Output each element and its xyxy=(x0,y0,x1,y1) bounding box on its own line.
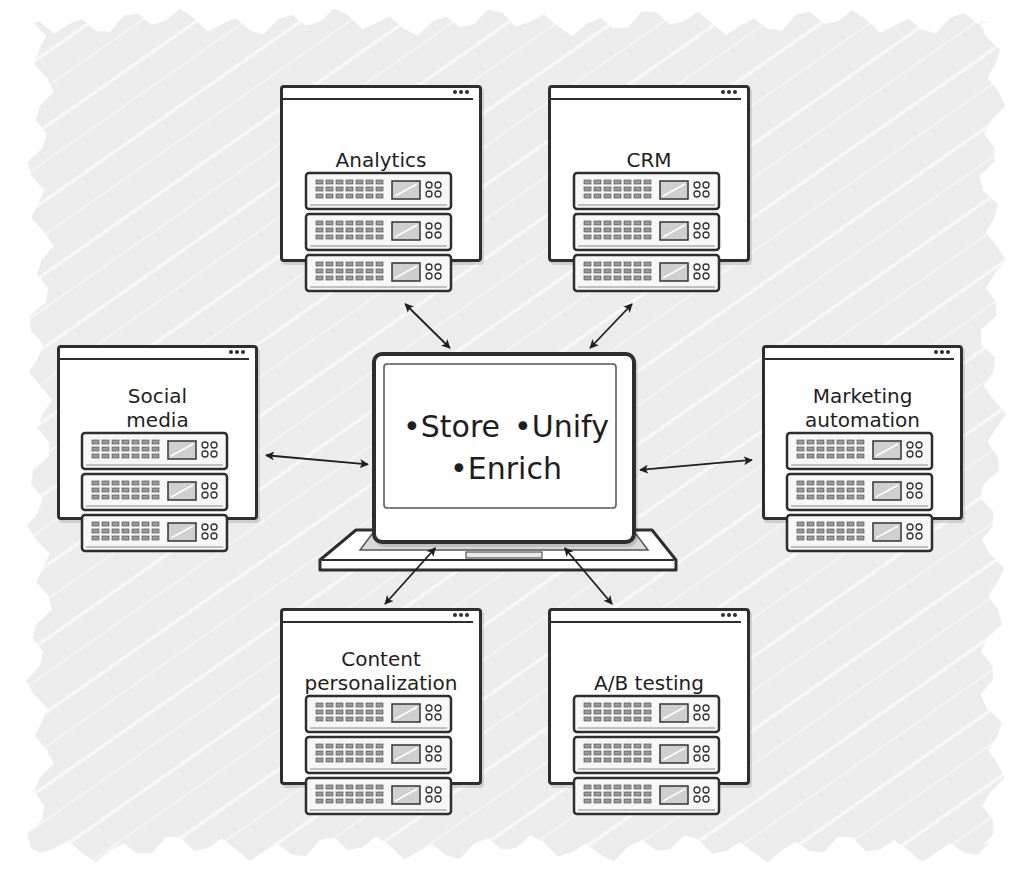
screen-text: •Unify xyxy=(514,408,609,446)
double-arrow xyxy=(266,455,368,464)
server-unit xyxy=(574,737,719,773)
text-area: A/B testing xyxy=(551,625,747,695)
server-unit xyxy=(306,255,451,291)
scribble-fill xyxy=(27,8,1007,862)
title-bar-line xyxy=(60,358,249,360)
title-bar-line xyxy=(765,358,954,360)
server-art xyxy=(551,611,747,782)
window-dot xyxy=(465,90,469,94)
window-dot xyxy=(727,613,731,617)
server-art xyxy=(765,348,960,517)
text-area: Marketing automation xyxy=(765,362,960,432)
system-label: Content personalization xyxy=(286,647,476,695)
window-dot xyxy=(727,90,731,94)
screen-bezel xyxy=(384,364,616,508)
screen-text: •Enrich xyxy=(450,450,562,488)
server-unit xyxy=(306,214,451,250)
system-label: Marketing automation xyxy=(768,384,957,432)
double-arrow xyxy=(640,460,752,470)
system-label: CRM xyxy=(626,148,671,172)
screen-text: •Store xyxy=(403,408,500,446)
scribble-ground xyxy=(27,8,1007,862)
text-area: Analytics xyxy=(283,102,479,172)
server-unit xyxy=(787,474,932,510)
server-art xyxy=(283,88,479,259)
window-dot xyxy=(235,350,239,354)
server-art xyxy=(551,88,747,259)
text-area: •Store •Unify •Enrich xyxy=(388,356,624,540)
server-window: Social media xyxy=(57,345,258,520)
text-area: Social media xyxy=(60,362,255,432)
server-window: CRM xyxy=(548,85,750,262)
title-bar-line xyxy=(551,621,741,623)
window-dot xyxy=(721,613,725,617)
server-unit xyxy=(306,173,451,209)
scribble-streaks xyxy=(27,8,1007,862)
window-dot xyxy=(934,350,938,354)
text-area: Content personalization xyxy=(283,625,479,695)
system-label: A/B testing xyxy=(594,671,704,695)
window-dot xyxy=(733,613,737,617)
server-unit xyxy=(574,173,719,209)
window-dot xyxy=(453,613,457,617)
laptop-screen: •Store •Unify •Enrich xyxy=(372,352,636,544)
server-unit xyxy=(82,433,227,469)
server-window: A/B testing xyxy=(548,608,750,785)
server-unit xyxy=(82,515,227,551)
server-unit xyxy=(574,696,719,732)
server-unit xyxy=(574,778,719,814)
server-window: Content personalization xyxy=(280,608,482,785)
window-dot xyxy=(459,90,463,94)
server-unit xyxy=(306,737,451,773)
title-bar-line xyxy=(283,98,473,100)
server-unit xyxy=(787,515,932,551)
double-arrow xyxy=(385,548,435,604)
server-window: Analytics xyxy=(280,85,482,262)
title-bar-line xyxy=(283,621,473,623)
double-arrow xyxy=(590,304,632,348)
server-art xyxy=(283,611,479,782)
server-unit xyxy=(574,214,719,250)
window-dot xyxy=(453,90,457,94)
window-dot xyxy=(459,613,463,617)
server-art xyxy=(60,348,255,517)
system-label: Analytics xyxy=(336,148,427,172)
window-dot xyxy=(946,350,950,354)
server-window: Marketing automation xyxy=(762,345,963,520)
server-unit xyxy=(82,474,227,510)
window-dot xyxy=(241,350,245,354)
server-unit xyxy=(306,696,451,732)
system-label: Social media xyxy=(103,384,212,432)
title-bar-line xyxy=(551,98,741,100)
double-arrow xyxy=(565,548,612,604)
server-unit xyxy=(574,255,719,291)
window-dot xyxy=(229,350,233,354)
double-arrow xyxy=(405,304,450,348)
window-dot xyxy=(940,350,944,354)
text-area: CRM xyxy=(551,102,747,172)
server-unit xyxy=(787,433,932,469)
window-dot xyxy=(465,613,469,617)
server-unit xyxy=(306,778,451,814)
window-dot xyxy=(721,90,725,94)
window-dot xyxy=(733,90,737,94)
